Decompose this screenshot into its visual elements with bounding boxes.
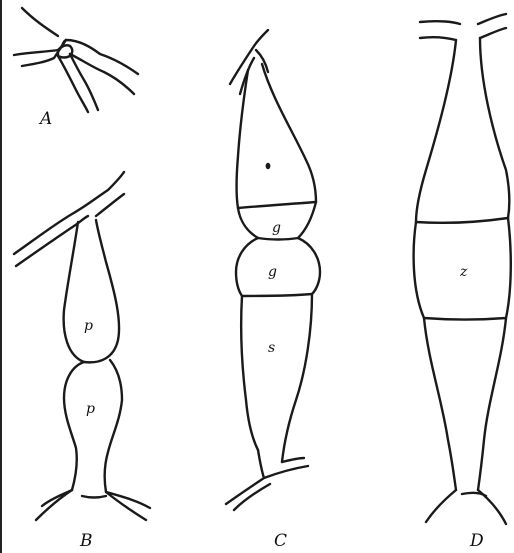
panel-c-cell-s (241, 294, 312, 462)
panel-b-cell-1-label: p (84, 318, 93, 334)
panel-c-wall-1 (238, 202, 316, 208)
panel-c-cell-4-label: s (268, 340, 275, 356)
panel-c-lower-branch (226, 450, 308, 510)
panel-a-label: A (38, 109, 52, 129)
panel-a-filament-upper-left (14, 8, 66, 55)
panel-d-lower-branch (426, 490, 506, 524)
panel-c: g g s C (226, 30, 320, 551)
panel-c-cell-3-label: g (268, 264, 277, 280)
panel-d-top-branch (420, 14, 506, 40)
panel-c-upper-branch (230, 30, 268, 94)
panel-c-nucleus-dot (266, 163, 271, 169)
panel-d-lower-cell (424, 318, 506, 490)
panel-b-cell-2-label: p (86, 401, 95, 417)
panel-c-cell-g-2 (236, 238, 320, 296)
panel-b-lower-branch (36, 490, 150, 520)
panel-c-label: C (274, 531, 287, 551)
panel-b-cell-upper (64, 220, 119, 362)
panel-d-upper-cell (416, 38, 509, 222)
panel-a: A (14, 8, 138, 129)
panel-c-top-cell (237, 64, 317, 208)
panel-b-upper-branch (14, 172, 124, 266)
panel-d-wall-upper (416, 218, 508, 223)
panel-d: z D (414, 14, 511, 551)
panel-b-cell-lower (64, 360, 122, 492)
panel-d-label: D (469, 531, 484, 551)
panel-b: p p B (14, 172, 150, 551)
panel-b-label: B (79, 531, 93, 551)
panel-d-cell-1-label: z (459, 264, 468, 280)
panel-c-cell-2-label: g (272, 220, 281, 236)
panel-a-junction-node (58, 45, 72, 57)
panel-a-filament-lower (22, 40, 98, 112)
